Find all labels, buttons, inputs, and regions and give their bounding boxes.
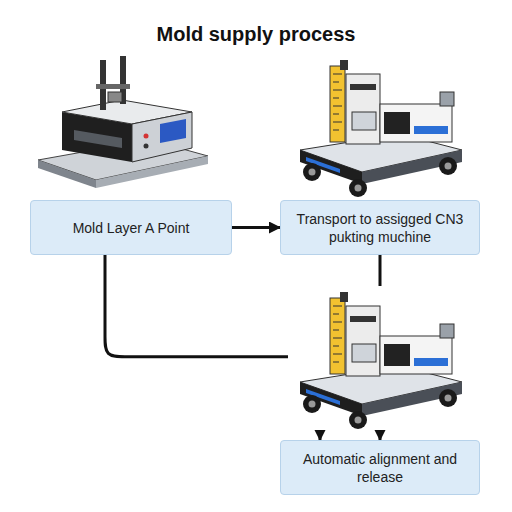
illustration-part	[132, 112, 192, 162]
flow-arrow	[232, 226, 280, 229]
illustration-part	[38, 160, 96, 188]
process-box: Transport to assigged CN3 pukting muchin…	[280, 200, 480, 255]
illustration-part	[160, 119, 186, 143]
box-label: Transport to assigged CN3 pukting muchin…	[291, 210, 469, 246]
illustration-part	[96, 156, 208, 188]
process-box: Automatic alignment and release	[280, 440, 480, 495]
flow-arrow	[105, 255, 320, 440]
alignment-cnc-machine	[288, 286, 472, 430]
illustration-ground	[288, 286, 472, 430]
illustration-part	[144, 134, 149, 139]
illustration-part	[144, 144, 149, 149]
alignment-cnc-figure	[300, 292, 462, 429]
illustration-part	[74, 130, 122, 148]
mold-press-machine	[38, 56, 208, 188]
transport-cnc-machine	[300, 60, 462, 197]
process-box: Mold Layer A Point	[30, 200, 232, 255]
box-label: Mold Layer A Point	[73, 219, 190, 237]
title-area: Mold supply process	[0, 22, 512, 46]
illustration-part	[96, 84, 130, 89]
box-label: Automatic alignment and release	[291, 450, 469, 486]
illustration-part	[108, 92, 122, 102]
title-text: Mold supply process	[0, 22, 512, 46]
